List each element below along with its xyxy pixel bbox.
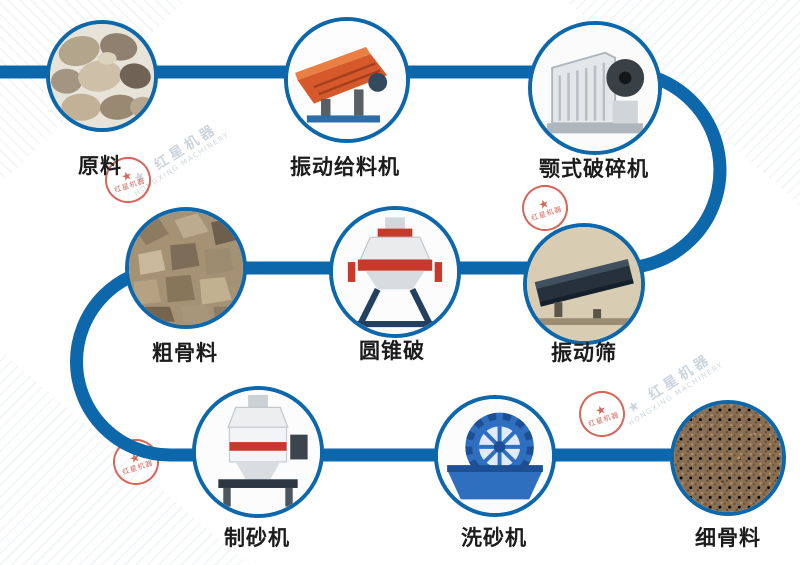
node-vibrating-screen	[523, 223, 645, 345]
node-coarse-aggregate	[125, 207, 247, 329]
node-sand-washer	[434, 395, 556, 517]
coarse-aggregate-image	[129, 211, 243, 325]
node-sand-making-machine	[192, 386, 324, 518]
node-label-jaw-crusher: 颚式破碎机	[539, 157, 649, 181]
vibrating-screen-image	[527, 227, 641, 341]
sand-washer-image	[438, 399, 552, 513]
node-label-vibrating-screen: 振动筛	[551, 341, 617, 365]
node-label-coarse-aggregate: 粗骨料	[152, 341, 218, 365]
node-jaw-crusher	[528, 21, 662, 155]
cone-crusher-image	[333, 210, 457, 334]
node-label-cone-crusher: 圆锥破	[359, 339, 425, 363]
node-cone-crusher	[329, 206, 461, 338]
vibrating-feeder-image	[288, 21, 406, 139]
node-label-fine-aggregate: 细骨料	[695, 526, 761, 550]
node-raw-material	[46, 20, 158, 132]
node-vibrating-feeder	[284, 17, 410, 143]
jaw-crusher-image	[532, 25, 658, 151]
node-fine-aggregate	[670, 400, 786, 516]
sand-making-machine-image	[196, 390, 320, 514]
node-label-vibrating-feeder: 振动给料机	[290, 155, 400, 179]
node-label-raw-material: 原料	[78, 154, 122, 178]
fine-aggregate-image	[674, 404, 782, 512]
node-label-sand-making-machine: 制砂机	[224, 526, 290, 550]
raw-stones-image	[50, 24, 154, 128]
node-label-sand-washer: 洗砂机	[461, 526, 527, 550]
